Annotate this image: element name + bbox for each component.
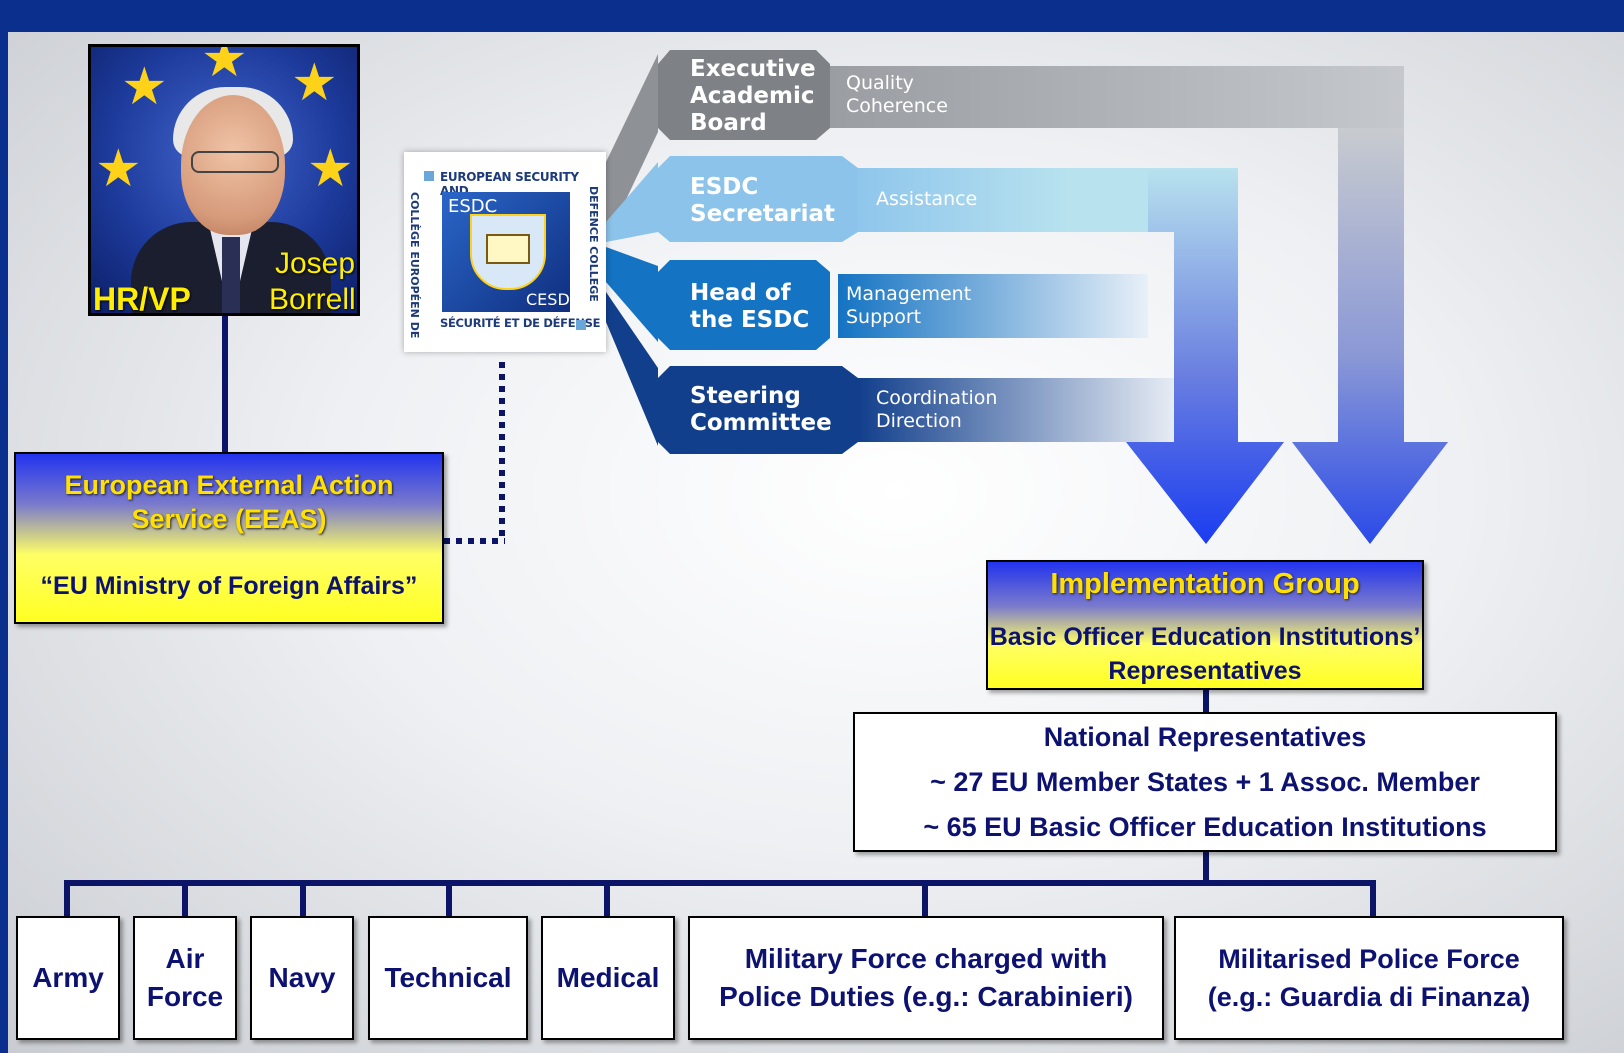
natrep-member-states: ~ 27 EU Member States + 1 Assoc. Member — [930, 767, 1480, 797]
eu-star-icon: ★ — [121, 58, 168, 116]
branch-military-police-duties: Military Force charged with Police Dutie… — [688, 916, 1164, 1040]
eab-desc-line: Quality — [846, 72, 914, 94]
branch-label: Medical — [556, 962, 660, 993]
last-name: Borrell — [269, 283, 356, 316]
branch-label: Navy — [268, 962, 336, 993]
logo-right-text: DEFENCE COLLEGE — [587, 186, 600, 302]
coordination-flow-band — [858, 378, 1174, 442]
management-flow-band — [838, 274, 1148, 338]
implementation-group-box: Implementation Group Basic Officer Educa… — [986, 560, 1424, 690]
eab-desc: Quality Coherence — [846, 72, 1006, 118]
branch-militarised-police: Militarised Police Force (e.g.: Guardia … — [1174, 916, 1564, 1040]
steering-committee-label: Steering Committee — [690, 383, 832, 436]
implementation-group-title: Implementation Group — [1050, 568, 1360, 600]
branch-label: Military Force charged with Police Dutie… — [719, 943, 1133, 1012]
eeas-title: European External Action Service (EEAS) — [64, 470, 394, 534]
branch-navy: Navy — [250, 916, 354, 1040]
national-representatives-box: National Representatives ~ 27 EU Member … — [853, 712, 1557, 852]
hrvp-portrait: ★ ★ ★ ★ ★ HR/VP Josep Borrell — [88, 44, 360, 316]
esdc-secretariat-label: ESDC Secretariat — [690, 174, 835, 227]
eu-star-icon: ★ — [95, 140, 142, 198]
logo-left-text: COLLÈGE EUROPÉEN DE — [408, 192, 421, 339]
esdc-logo: EUROPEAN SECURITY AND DEFENCE COLLEGE CO… — [404, 152, 606, 352]
eeas-subtitle: “EU Ministry of Foreign Affairs” — [40, 572, 418, 600]
branch-label: Army — [32, 962, 104, 993]
book-icon — [486, 234, 530, 264]
steering-desc: Coordination Direction — [876, 387, 997, 433]
logo-bottom-text: SÉCURITÉ ET DE DÉFENSE — [440, 316, 601, 330]
first-name: Josep — [275, 247, 356, 280]
branch-label: Militarised Police Force (e.g.: Guardia … — [1207, 944, 1531, 1012]
head-desc: Management Support — [846, 283, 971, 329]
branch-label: Technical — [384, 962, 512, 993]
diagram-canvas: ★ ★ ★ ★ ★ HR/VP Josep Borrell European E… — [8, 32, 1624, 1053]
branch-air-force: Air Force — [133, 916, 237, 1040]
branch-medical: Medical — [541, 916, 675, 1040]
eu-star-icon: ★ — [201, 44, 248, 88]
implementation-group-subtitle: Basic Officer Education Institutions’ Re… — [989, 623, 1421, 685]
secretariat-desc: Assistance — [876, 188, 978, 210]
branch-bus-line — [64, 880, 1376, 886]
hrvp-label: HR/VP — [93, 281, 191, 316]
eab-desc-line: Coherence — [846, 95, 948, 117]
head-desc-line: Management — [846, 283, 972, 305]
logo-abbr-en: ESDC — [448, 196, 498, 217]
hrvp-eeas-connector — [222, 316, 228, 452]
steering-desc-line: Direction — [876, 410, 962, 432]
eu-star-icon: ★ — [291, 54, 338, 112]
eu-star-icon: ★ — [307, 140, 354, 198]
natrep-institutions: ~ 65 EU Basic Officer Education Institut… — [923, 812, 1487, 842]
steering-desc-line: Coordination — [876, 387, 998, 409]
branch-label: Air Force — [146, 943, 224, 1012]
logo-abbr-fr: CESD — [526, 290, 570, 309]
natrep-title: National Representatives — [1043, 722, 1367, 752]
head-of-esdc-label: Head of the ESDC — [690, 280, 810, 333]
flow-graphics — [64, 50, 1448, 916]
branch-technical: Technical — [368, 916, 528, 1040]
head-desc-line: Support — [846, 306, 922, 328]
branch-army: Army — [16, 916, 120, 1040]
executive-academic-board-label: Executive Academic Board — [690, 56, 816, 136]
eeas-box: European External Action Service (EEAS) … — [14, 452, 444, 624]
